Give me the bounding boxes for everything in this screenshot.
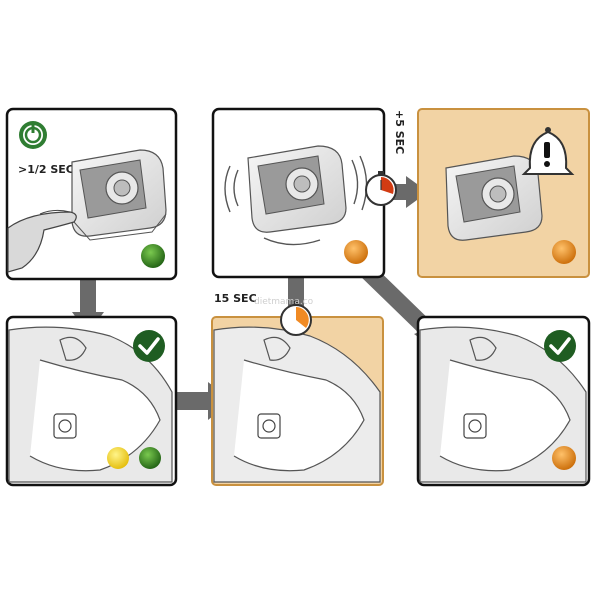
baby-illustration (213, 326, 381, 483)
led-orange-indicator (552, 240, 576, 264)
led-yellow-indicator (107, 447, 129, 469)
watermark-text: dietmama.co (254, 297, 314, 307)
monitor-clip (463, 413, 487, 439)
led-orange-indicator (344, 240, 368, 264)
baby-illustration (8, 326, 173, 483)
monitor-device (445, 155, 543, 241)
monitor-device (71, 149, 167, 241)
delay-5-label: +5 SEC (393, 110, 406, 154)
panel-baby-alert (416, 315, 591, 487)
led-green-indicator (139, 447, 161, 469)
panel-power-on: >1/2 SEC (5, 107, 178, 281)
stopwatch-icon (365, 171, 397, 206)
alarm-bell-icon (521, 127, 575, 175)
hold-time-label: >1/2 SEC (18, 163, 74, 176)
vibration-lines (224, 155, 368, 246)
stopwatch-icon (280, 301, 312, 336)
checkmark-icon (544, 330, 576, 362)
power-icon (19, 121, 47, 149)
finger-pressing (7, 209, 77, 273)
panel-baby-waiting: 15 SEC dietmama.co (211, 292, 384, 486)
delay-15-label: 15 SEC (214, 292, 257, 305)
panel-device-vibrating: +5 SEC (211, 107, 406, 279)
baby-illustration (419, 326, 587, 483)
monitor-device (247, 145, 347, 233)
led-green-indicator (141, 244, 165, 268)
monitor-clip (53, 413, 77, 439)
monitor-clip (257, 413, 281, 439)
panel-baby-normal (5, 315, 178, 487)
led-orange-indicator (552, 446, 576, 470)
panel-alarm (417, 108, 590, 278)
checkmark-icon (133, 330, 165, 362)
